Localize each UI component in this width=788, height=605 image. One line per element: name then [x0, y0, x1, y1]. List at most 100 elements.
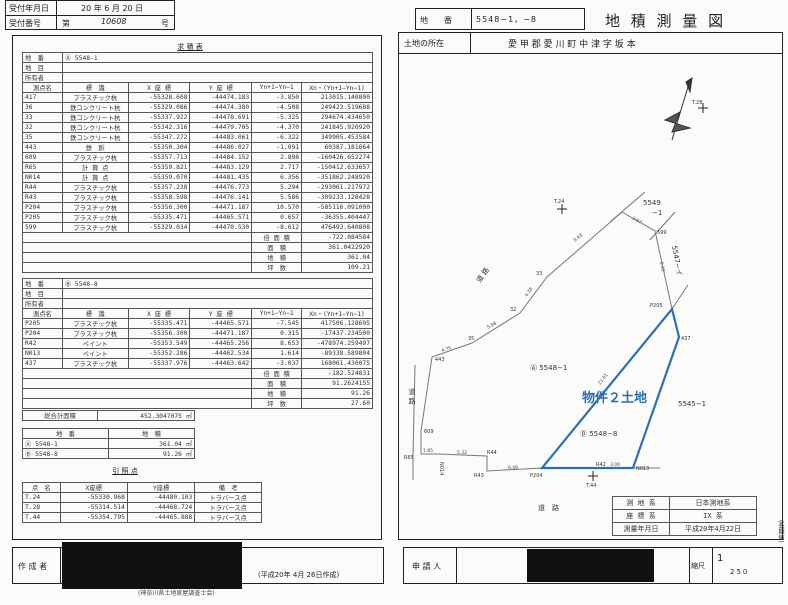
- applicant-row: 申 請 人 縮尺 1 250: [403, 547, 783, 584]
- point-32: 32: [510, 307, 516, 313]
- point-P204: P204: [530, 473, 543, 479]
- road-label-bottom: 道 路: [538, 503, 559, 512]
- calc-panel: [12, 35, 382, 540]
- point-R42: R42: [596, 462, 606, 468]
- point-N014: N014: [438, 462, 444, 475]
- property-2-label: 物件２土地: [582, 390, 647, 406]
- table-cell: -44465.888: [126, 512, 196, 523]
- created-date: (平成20年 4月 26日作成): [258, 571, 340, 579]
- distance-label: 3.00: [610, 462, 620, 468]
- point-T28: T.28: [691, 100, 702, 106]
- location-value: 愛 甲 郡 愛 川 町 中 津 字 坂 本: [508, 40, 636, 50]
- table-cell: 日本測地系: [668, 496, 758, 510]
- lot-a-label: Ⓐ 5548−1: [530, 364, 567, 372]
- point-35: 35: [468, 336, 474, 342]
- table-cell: 座 標 系: [612, 509, 670, 523]
- distance-label: 6.12: [658, 261, 666, 272]
- table-row: 測 地 系日本測地系: [612, 496, 758, 510]
- side-note: (長期納): [777, 520, 784, 543]
- boundary-lines: [412, 191, 689, 480]
- point-443: 443: [435, 357, 445, 363]
- survey-marker-icons: [557, 103, 708, 481]
- distance-label: 5.98: [486, 320, 498, 330]
- table-cell: 測量年月日: [612, 522, 670, 536]
- table-cell: 91.26 ㎡: [108, 448, 195, 459]
- point-T44: T.44: [585, 483, 596, 489]
- crosshair-icon: [557, 204, 567, 214]
- point-T24: T.24: [553, 199, 564, 205]
- adjacent-5545-label: 5545−1: [678, 400, 706, 408]
- distance-label: 9.43: [572, 232, 584, 243]
- adjacent-5549-label: 5549: [643, 199, 661, 207]
- area-labels: Ⓐ 5548−1 Ⓑ 5548−8 5545−1 5549 −1 5547−イ …: [408, 199, 706, 512]
- lot-a-boundary: [420, 211, 673, 472]
- receipt-date-label: 受付年月日: [9, 4, 49, 13]
- summary-value: 27.60: [301, 398, 373, 409]
- association-name: (神奈川県土地家屋調査士会): [138, 590, 215, 597]
- distance-label: 6.49: [508, 465, 518, 471]
- point-R44: R44: [487, 450, 497, 456]
- distance-label: 21.81: [597, 372, 610, 386]
- scale-label: 縮尺: [691, 562, 705, 570]
- location-row: 土地の所在 愛 甲 郡 愛 川 町 中 津 字 坂 本: [398, 32, 783, 54]
- point-P205: P205: [650, 303, 663, 309]
- scale-numerator: 1: [717, 553, 724, 564]
- receipt-number-label: 受付番号: [9, 19, 41, 28]
- total-value: 452.3047075 ㎡: [97, 410, 195, 421]
- table-cell: 平成20年4月22日: [668, 522, 758, 536]
- location-label: 土地の所在: [404, 39, 444, 48]
- road-label-left: 道 路: [408, 387, 416, 405]
- crosshair-icon: [588, 471, 598, 481]
- table-cell: 測 地 系: [612, 496, 670, 510]
- adjacent-5549-sub-label: −1: [652, 209, 662, 217]
- property-2-boundary: [539, 306, 681, 470]
- north-arrow-icon: [663, 76, 693, 141]
- receipt-date-value: 20 年 6 月 20 日: [81, 4, 144, 13]
- point-437: 437: [681, 336, 691, 342]
- table-cell: トラバース点: [194, 512, 262, 523]
- distance-label: 4.38: [524, 286, 535, 298]
- point-N013: N013: [636, 466, 649, 472]
- distance-label: 3.67: [631, 216, 643, 226]
- point-R65: R65: [404, 455, 414, 461]
- applicant-redacted: [527, 549, 654, 582]
- applicant-label: 申 請 人: [412, 562, 442, 571]
- distance-label: 1.85: [423, 448, 433, 454]
- calc-title: 求 積 表: [177, 43, 203, 51]
- receipt-number-prefix: 第: [62, 19, 70, 28]
- reference-title: 引 照 点: [112, 467, 138, 475]
- point-609: 609: [424, 429, 434, 435]
- distance-label: 4.75: [441, 345, 453, 354]
- distance-labels: 9.43 4.38 5.98 4.75 3.67 6.12 21.81 1.85…: [423, 216, 666, 471]
- receipt-box: 受付年月日 20 年 6 月 20 日 受付番号 第 10608 号: [5, 0, 175, 30]
- right-panel: [398, 32, 783, 540]
- table-row: 測量年月日平成20年4月22日: [612, 522, 758, 536]
- distance-label: 5.32: [457, 450, 467, 456]
- creator-redacted: [62, 542, 242, 589]
- table-cell: IX 系: [668, 509, 758, 523]
- road-label-top: 道 路: [474, 266, 491, 284]
- receipt-number-value: 10608: [101, 17, 127, 26]
- receipt-number-suffix: 号: [161, 19, 169, 28]
- adjacent-5547-label: 5547−イ: [670, 245, 683, 277]
